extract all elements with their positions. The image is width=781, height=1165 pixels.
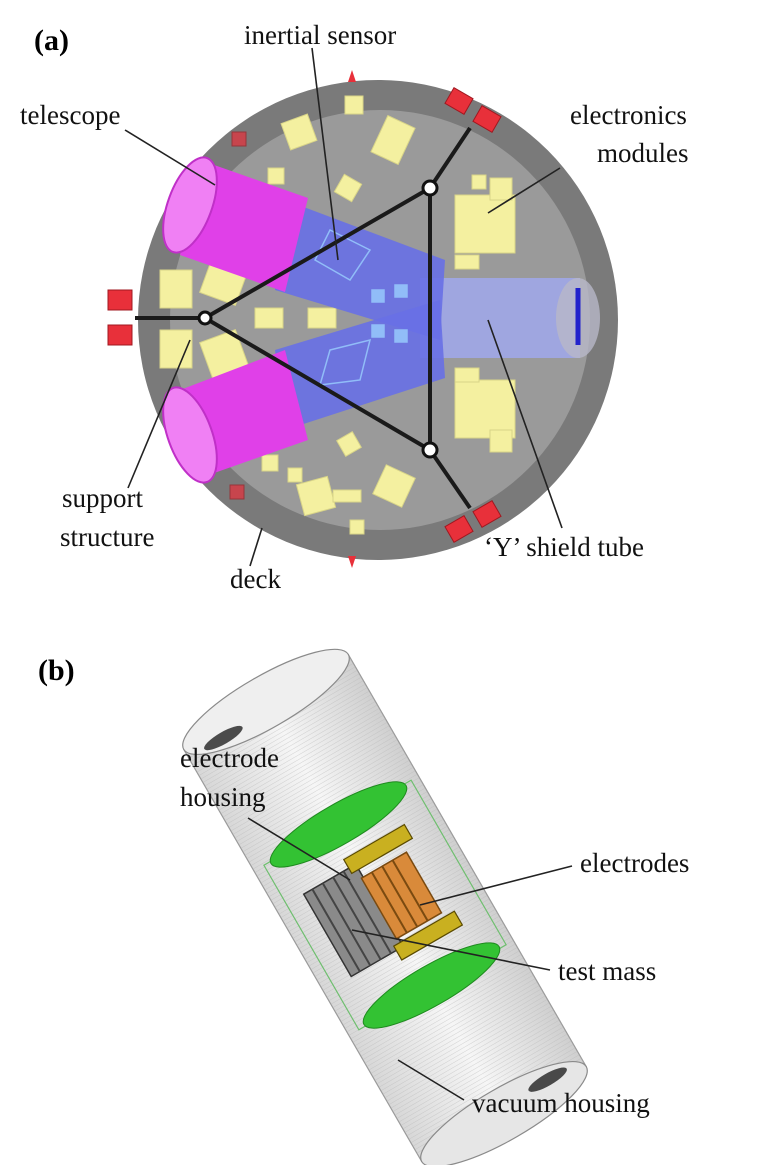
- support-structure: [135, 126, 472, 510]
- panel-a-tag: (a): [34, 24, 69, 57]
- support-joints: [197, 179, 439, 459]
- label-test-mass: test mass: [558, 956, 656, 986]
- electrode-plate-yellow: [342, 823, 414, 875]
- label-electrodes: electrodes: [580, 848, 689, 878]
- panel-a: (a): [20, 20, 689, 594]
- test-mass: [360, 851, 443, 940]
- label-support-line1: support: [62, 483, 143, 513]
- label-deck: deck: [230, 564, 281, 594]
- bottom-marker: [348, 556, 356, 568]
- telescope-lower-aperture: [162, 386, 218, 484]
- label-telescope: telescope: [20, 100, 120, 130]
- label-electrode-housing-line2: housing: [180, 782, 266, 812]
- panel-b-tag: (b): [38, 654, 75, 687]
- shield-tube-stem: [420, 278, 580, 358]
- shield-tube-upper-arm: [275, 200, 445, 340]
- panel-b: (b): [38, 648, 689, 1165]
- telescope-upper-aperture: [162, 156, 218, 254]
- label-electrode-housing-line1: electrode: [180, 743, 279, 773]
- electrode-plate-top: [269, 781, 408, 868]
- label-inertial-sensor: inertial sensor: [244, 20, 396, 50]
- label-support-line2: structure: [60, 522, 154, 552]
- inertial-sensor-features: [314, 228, 408, 386]
- electrode-plate-bottom: [362, 942, 501, 1029]
- label-electronics-line2: modules: [597, 138, 689, 168]
- label-electronics-line1: electronics: [570, 100, 687, 130]
- label-shield-tube: ‘Y’ shield tube: [484, 532, 644, 562]
- panel-a-leaders: [124, 47, 563, 567]
- electrode-assembly: [263, 779, 507, 1031]
- thrusters: [107, 87, 502, 543]
- panel-b-leaders: [247, 817, 573, 1101]
- electrode-plate-yellow-2: [392, 910, 464, 961]
- top-marker: [348, 70, 356, 82]
- label-vacuum-housing: vacuum housing: [472, 1088, 650, 1118]
